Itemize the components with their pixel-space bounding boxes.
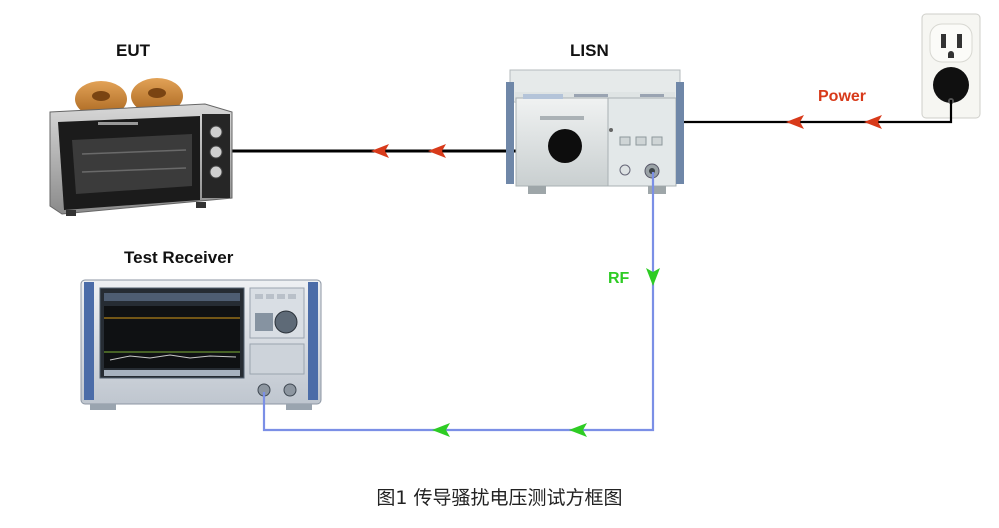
rf-arrow: [432, 423, 450, 437]
eut-label: EUT: [116, 41, 150, 60]
power-arrow: [428, 144, 446, 158]
wall-outlet-icon: [921, 13, 981, 119]
toaster-icon: [49, 78, 233, 216]
figure-caption: 图1 传导骚扰电压测试方框图: [376, 487, 623, 509]
power-arrows: [371, 115, 882, 158]
rf-cable: [262, 172, 655, 432]
rf-label: RF: [608, 270, 630, 287]
power-arrow: [864, 115, 882, 129]
rf-arrows: [432, 268, 660, 437]
test-receiver-label: Test Receiver: [124, 248, 234, 267]
power-arrow: [786, 115, 804, 129]
power-arrow: [371, 144, 389, 158]
rf-arrow: [646, 268, 660, 286]
rf-arrow: [569, 423, 587, 437]
lisn-device-icon: [506, 69, 684, 194]
test-receiver-icon: [80, 279, 322, 410]
power-label: Power: [818, 88, 867, 105]
lisn-label: LISN: [570, 41, 609, 60]
